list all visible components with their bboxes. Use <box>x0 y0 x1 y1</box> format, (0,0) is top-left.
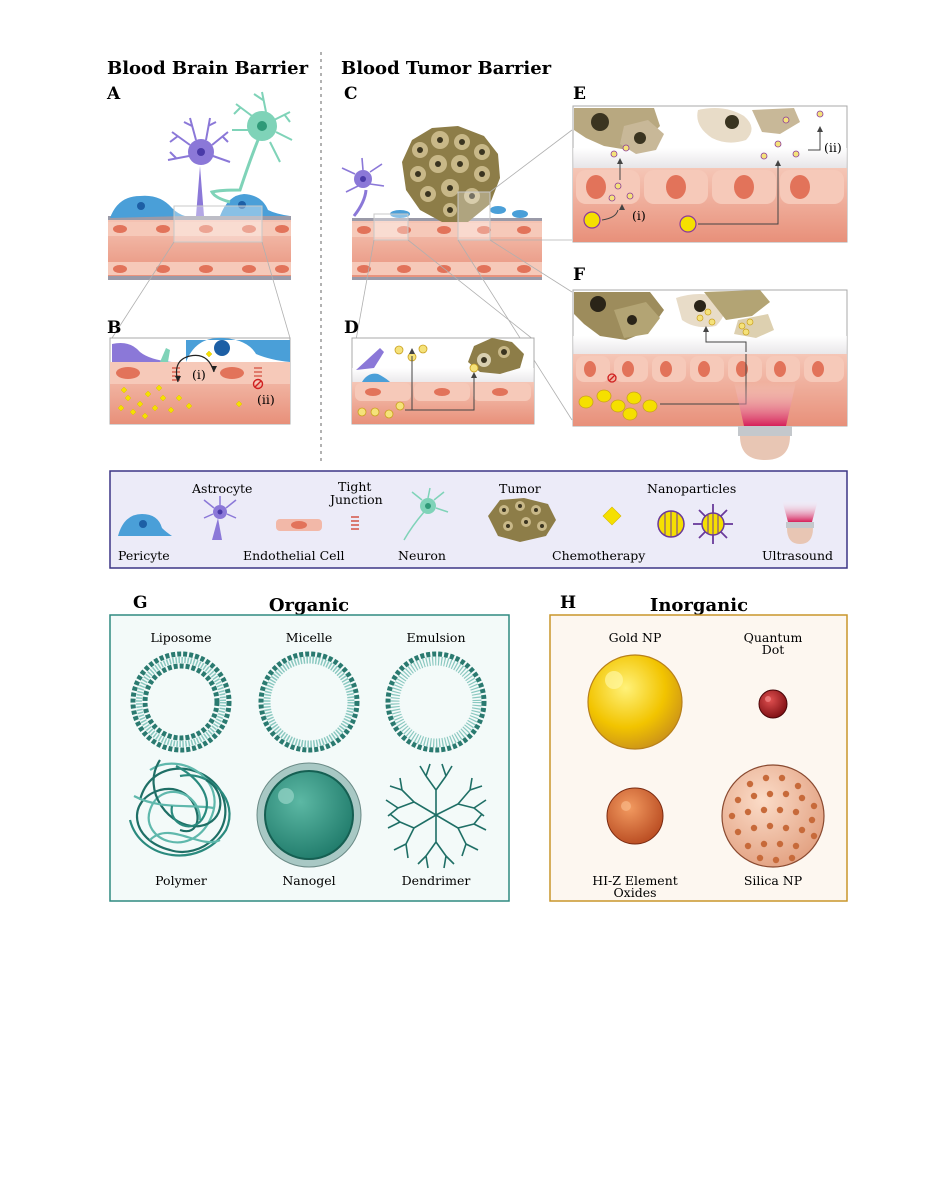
legend-pericyte: Pericyte <box>118 548 170 563</box>
legend-chemotherapy: Chemotherapy <box>552 548 646 563</box>
tumor-c <box>402 126 500 222</box>
legend-box: Pericyte Astrocyte Endothelial Cell Tigh… <box>109 470 848 569</box>
polymer-icon <box>128 759 231 857</box>
quantum-dot-icon <box>758 689 788 719</box>
panel-d-diagram <box>351 337 535 425</box>
b-annotation-ii: (ii) <box>257 392 275 407</box>
panel-label-d: D <box>344 318 359 338</box>
legend-tumor: Tumor <box>499 481 541 496</box>
astrocyte-c <box>341 157 385 217</box>
legend-nanoparticles: Nanoparticles <box>647 481 736 496</box>
panel-a-diagram <box>108 91 293 339</box>
label-hi-z-line2: Oxides <box>613 885 656 900</box>
label-emulsion: Emulsion <box>406 630 465 645</box>
e-annotation-i: (i) <box>632 208 646 223</box>
legend-neuron-icon <box>403 487 449 541</box>
label-quantum-dot-line2: Dot <box>762 642 785 657</box>
label-nanogel: Nanogel <box>282 873 335 888</box>
inorganic-panel: Gold NP Quantum Dot HI-Z Element Oxides … <box>549 614 848 902</box>
panel-e-diagram: (i) (ii) <box>572 105 848 243</box>
panel-label-c: C <box>344 84 358 104</box>
dendrimer-icon <box>385 763 487 869</box>
label-dendrimer: Dendrimer <box>402 873 471 888</box>
label-micelle: Micelle <box>286 630 333 645</box>
legend-nanoparticle-icons <box>657 504 733 544</box>
legend-ultrasound: Ultrasound <box>762 548 833 563</box>
pericyte-a <box>110 195 185 218</box>
ultrasound-f <box>734 382 796 460</box>
legend-tight-junction-line1: Tight <box>338 479 371 494</box>
legend-astrocyte-icon <box>203 496 237 540</box>
label-liposome: Liposome <box>150 630 211 645</box>
micelle-icon <box>258 651 360 753</box>
panel-label-g: G <box>133 593 148 613</box>
label-polymer: Polymer <box>155 873 207 888</box>
btb-title: Blood Tumor Barrier <box>341 58 552 79</box>
legend-chemotherapy-icon <box>602 506 622 526</box>
inorganic-title: Inorganic <box>650 595 748 616</box>
panel-f-diagram <box>572 289 848 460</box>
neuron-a <box>209 91 293 204</box>
organic-panel: Liposome Micelle Emulsion <box>109 614 510 902</box>
emulsion-icon <box>385 651 487 753</box>
label-silica-np: Silica NP <box>744 873 802 888</box>
panel-label-f: F <box>573 265 585 285</box>
legend-endothelial-cell: Endothelial Cell <box>243 548 345 563</box>
liposome-icon <box>130 651 232 753</box>
gold-np-icon <box>587 654 683 750</box>
legend-ultrasound-icon <box>782 500 818 544</box>
label-gold-np: Gold NP <box>609 630 662 645</box>
legend-tight-junction-icon <box>351 516 359 530</box>
silica-np-icon <box>721 764 825 868</box>
label-quantum-dot-line1: Quantum <box>744 630 803 645</box>
legend-astrocyte: Astrocyte <box>191 481 252 496</box>
organic-title: Organic <box>269 595 349 616</box>
panel-label-h: H <box>560 593 576 613</box>
panel-label-b: B <box>107 318 121 338</box>
panel-label-a: A <box>106 84 121 104</box>
legend-tight-junction-line2: Junction <box>328 492 383 507</box>
bbb-title: Blood Brain Barrier <box>107 58 309 79</box>
panel-b-diagram: (i) (ii) <box>109 337 291 425</box>
nanogel-icon <box>256 762 362 868</box>
legend-tumor-icon <box>488 498 556 542</box>
panel-c-diagram <box>341 126 573 421</box>
e-annotation-ii: (ii) <box>824 140 842 155</box>
legend-neuron: Neuron <box>398 548 446 563</box>
astrocyte-a <box>167 117 231 216</box>
hi-z-oxide-icon <box>606 787 664 845</box>
panel-label-e: E <box>573 84 586 104</box>
label-hi-z-line1: HI-Z Element <box>592 873 678 888</box>
b-annotation-i: (i) <box>192 367 206 382</box>
